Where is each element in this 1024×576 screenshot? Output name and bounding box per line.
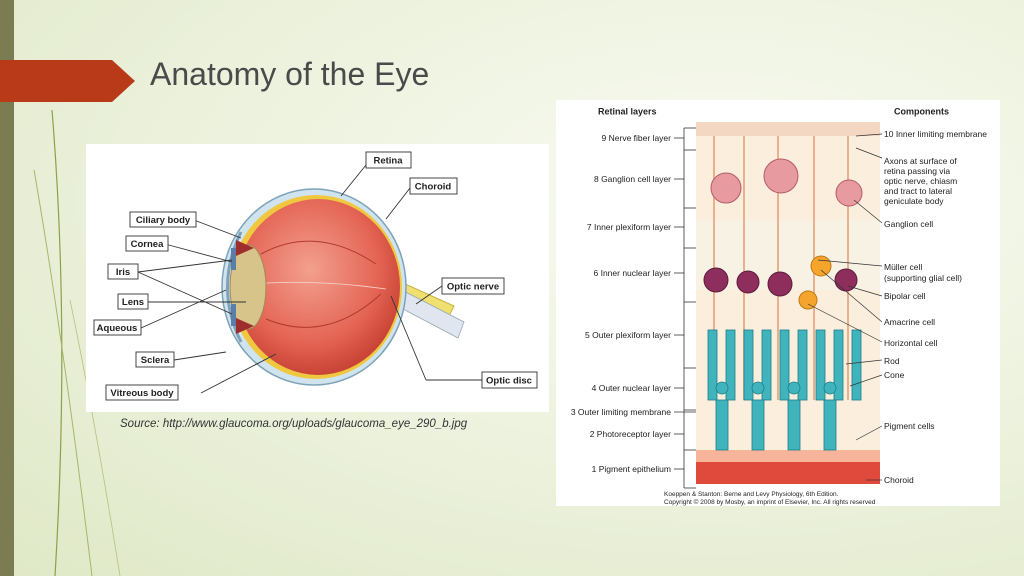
component-axons-line2: retina passing via xyxy=(884,166,950,176)
label-sclera: Sclera xyxy=(141,355,170,366)
component-pigment-cells: Pigment cells xyxy=(884,421,935,431)
layer-7-label: 7 Inner plexiform layer xyxy=(587,222,671,232)
component-axons-line5: geniculate body xyxy=(884,196,944,206)
layer-5-label: 5 Outer plexiform layer xyxy=(585,330,671,340)
component-muller-cell: Müller cell xyxy=(884,262,922,272)
label-aqueous: Aqueous xyxy=(97,323,138,334)
component-axons-line1: Axons at surface of xyxy=(884,156,957,166)
layer-3-label: 3 Outer limiting membrane xyxy=(571,407,671,417)
retinal-layers-header: Retinal layers xyxy=(598,106,657,116)
component-bipolar-cell: Bipolar cell xyxy=(884,291,926,301)
layer-8-label: 8 Ganglion cell layer xyxy=(594,174,671,184)
label-iris: Iris xyxy=(116,267,130,278)
component-axons-line3: optic nerve, chiasm xyxy=(884,176,957,186)
layer-1-label: 1 Pigment epithelium xyxy=(592,464,671,474)
label-choroid: Choroid xyxy=(415,182,452,193)
retinal-layers-diagram: Retinal layers Components 9 Nerve fiber … xyxy=(556,100,1000,506)
component-amacrine-cell: Amacrine cell xyxy=(884,317,935,327)
label-optic-nerve: Optic nerve xyxy=(447,282,499,293)
component-ganglion-cell: Ganglion cell xyxy=(884,219,933,229)
label-ciliary-body: Ciliary body xyxy=(136,215,191,226)
credit-line-2: Copyright © 2008 by Mosby, an imprint of… xyxy=(664,498,876,506)
label-vitreous-body: Vitreous body xyxy=(110,388,174,399)
component-inner-limiting-membrane: 10 Inner limiting membrane xyxy=(884,129,987,139)
component-choroid: Choroid xyxy=(884,475,914,485)
slide-title: Anatomy of the Eye xyxy=(150,56,430,92)
component-axons-line4: and tract to lateral xyxy=(884,186,952,196)
component-rod: Rod xyxy=(884,356,900,366)
layer-4-label: 4 Outer nuclear layer xyxy=(592,383,672,393)
component-cone: Cone xyxy=(884,370,905,380)
component-muller-cell-note: (supporting glial cell) xyxy=(884,273,962,283)
label-cornea: Cornea xyxy=(131,239,164,250)
left-accent-bar xyxy=(0,0,14,576)
layer-6-label: 6 Inner nuclear layer xyxy=(594,268,672,278)
image-source-caption: Source: http://www.glaucoma.org/uploads/… xyxy=(120,418,468,430)
eye-anatomy-diagram: Retina Choroid Ciliary body Cornea Iris … xyxy=(86,144,549,412)
components-header: Components xyxy=(894,106,949,116)
label-lens: Lens xyxy=(122,297,144,308)
layer-2-label: 2 Photoreceptor layer xyxy=(590,429,671,439)
label-retina: Retina xyxy=(373,156,403,167)
label-optic-disc: Optic disc xyxy=(486,376,532,387)
component-horizontal-cell: Horizontal cell xyxy=(884,338,937,348)
layer-9-label: 9 Nerve fiber layer xyxy=(602,133,672,143)
title-arrow-shape xyxy=(0,60,135,102)
credit-line-1: Koeppen & Stanton: Berne and Levy Physio… xyxy=(664,491,839,498)
